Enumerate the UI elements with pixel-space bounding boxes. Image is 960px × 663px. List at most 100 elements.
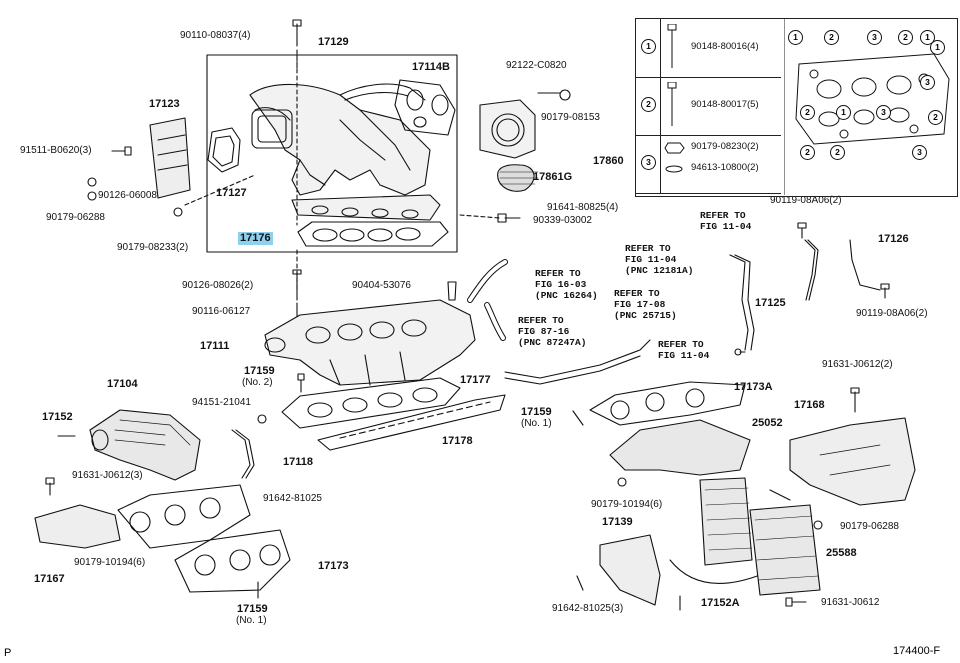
refer-fig-87-16[interactable]: REFER TO FIG 87-16 (PNC 87247A): [518, 315, 587, 348]
label-17129: 17129: [318, 36, 349, 48]
label-17159-no1-mid-note: (No. 1): [521, 418, 552, 429]
label-17159-bottom: 17159: [237, 603, 268, 615]
gasket-17173-left: [117, 484, 291, 593]
label-17173A: 17173A: [734, 381, 773, 393]
legend-row-2: 2 90148-80017(5): [636, 77, 781, 136]
label-17159-no2: 17159: [244, 365, 275, 377]
label-91642-81025-left: 91642-81025: [263, 493, 322, 504]
label-90119-08A06-right: 90119-08A06(2): [856, 308, 928, 319]
upper-intake-manifold: [249, 83, 441, 221]
upper-intake-frame: [206, 54, 458, 253]
label-91631-J0612-bottom: 91631-J0612: [821, 597, 880, 608]
gasket-17177: [281, 377, 461, 429]
gasket-position-circle: 3: [867, 30, 882, 45]
gasket-position-circle: 2: [800, 145, 815, 160]
label-17173: 17173: [318, 560, 349, 572]
label-17167: 17167: [34, 573, 65, 585]
heat-insulator-17168: [789, 417, 916, 506]
gasket-position-circle: 3: [920, 75, 935, 90]
label-91641-80825: 91641-80825(4): [547, 202, 619, 213]
label-90126-06008: 90126-06008: [98, 190, 157, 201]
legend-part-3b: 94613-10800(2): [691, 162, 759, 173]
gasket-17176: [297, 221, 449, 247]
lower-intake-manifold: [264, 299, 476, 386]
refer-fig-11-04-bottom[interactable]: REFER TO FIG 11-04: [658, 339, 710, 361]
label-90179-06288-left: 90179-06288: [46, 212, 105, 223]
label-17159-no2-note: (No. 2): [242, 377, 273, 388]
bolts: [45, 19, 890, 611]
gasket-17178: [317, 394, 506, 451]
bolt-icon: [667, 24, 677, 68]
label-90126-08026: 90126-08026(2): [182, 280, 254, 291]
catalytic-converter-front: [669, 477, 761, 584]
heat-insulator-17123: [149, 117, 191, 199]
gasket-position-circle: 3: [912, 145, 927, 160]
legend-row-1: 1 90148-80016(4): [636, 19, 781, 78]
label-17123: 17123: [149, 98, 180, 110]
label-17159-no1-mid: 17159: [521, 406, 552, 418]
label-17118: 17118: [283, 456, 313, 468]
refer-fig-17-08[interactable]: REFER TO FIG 17-08 (PNC 25715): [614, 288, 677, 321]
label-92122-C0820: 92122-C0820: [506, 60, 567, 71]
gasket-position-circle: 2: [928, 110, 943, 125]
gasket-position-circle: 3: [876, 105, 891, 120]
label-17860: 17860: [593, 155, 624, 167]
throttle-body: [479, 99, 539, 192]
refer-fig-16-03[interactable]: REFER TO FIG 16-03 (PNC 16264): [535, 268, 598, 301]
fastener-legend: 1 90148-80016(4) 2 90148-80017(5) 3 9017…: [635, 18, 958, 197]
label-91511-B0620: 91511-B0620(3): [20, 145, 92, 156]
label-90119-08A06-top: 90119-08A06(2): [770, 195, 842, 206]
label-17104: 17104: [107, 378, 138, 390]
label-17861G: 17861G: [533, 171, 573, 183]
label-17176-highlighted[interactable]: 17176: [238, 232, 273, 245]
nut-washer-icon: [664, 142, 685, 173]
legend-circle-1: 1: [641, 39, 656, 54]
label-17178: 17178: [442, 435, 473, 447]
gasket-position-circle: 2: [800, 105, 815, 120]
pipe-12181A: [504, 339, 651, 379]
label-90339-03002: 90339-03002: [533, 215, 592, 226]
label-17152A: 17152A: [701, 597, 740, 609]
stud-bolt-icon: [667, 82, 677, 126]
label-17177: 17177: [460, 374, 491, 386]
label-17168: 17168: [794, 399, 825, 411]
legend-circle-3: 3: [641, 155, 656, 170]
label-17125: 17125: [755, 297, 786, 309]
gasket-17114B: [394, 79, 456, 136]
exhaust-manifold-left: [89, 409, 201, 481]
exhaust-manifold-right: [589, 381, 751, 476]
gasket-position-circle: 1: [930, 40, 945, 55]
refer-fig-11-04-top[interactable]: REFER TO FIG 11-04: [700, 210, 752, 232]
figure-id: 174400-F: [893, 645, 941, 657]
gasket-position-circle: 2: [898, 30, 913, 45]
heat-insulator-17167: [34, 504, 121, 549]
gasket-position-circle: 1: [788, 30, 803, 45]
legend-part-3a: 90179-08230(2): [691, 141, 759, 152]
label-91631-J0612-3: 91631-J0612(3): [72, 470, 143, 481]
label-90179-08233: 90179-08233(2): [117, 242, 189, 253]
label-17159-bottom-note: (No. 1): [236, 615, 267, 626]
label-90179-10194-left: 90179-10194(6): [74, 557, 146, 568]
label-17114B: 17114B: [412, 61, 450, 73]
label-17139: 17139: [602, 516, 633, 528]
label-94151-21041: 94151-21041: [192, 397, 251, 408]
gasket-17127: [207, 127, 241, 173]
gasket-position-circle: 2: [830, 145, 845, 160]
pipe-17126: [804, 239, 816, 301]
label-91642-81025-right: 91642-81025(3): [552, 603, 624, 614]
label-90110-08037: 90110-08037(4): [180, 30, 251, 41]
label-17127: 17127: [216, 187, 247, 199]
label-17126: 17126: [878, 233, 909, 245]
legend-part-2: 90148-80017(5): [691, 99, 759, 110]
gasket-position-circle: 2: [824, 30, 839, 45]
refer-fig-11-04-12181A[interactable]: REFER TO FIG 11-04 (PNC 12181A): [625, 243, 694, 276]
label-25588: 25588: [826, 547, 857, 559]
heat-insulator-17139: [599, 534, 661, 606]
label-17111: 17111: [200, 340, 230, 352]
gasket-position-circle: 1: [836, 105, 851, 120]
label-90404-53076: 90404-53076: [352, 280, 411, 291]
label-90116-06127: 90116-06127: [192, 306, 251, 317]
label-90179-10194-right: 90179-10194(6): [591, 499, 663, 510]
legend-row-3: 3 90179-08230(2) 94613-10800(2): [636, 135, 781, 194]
